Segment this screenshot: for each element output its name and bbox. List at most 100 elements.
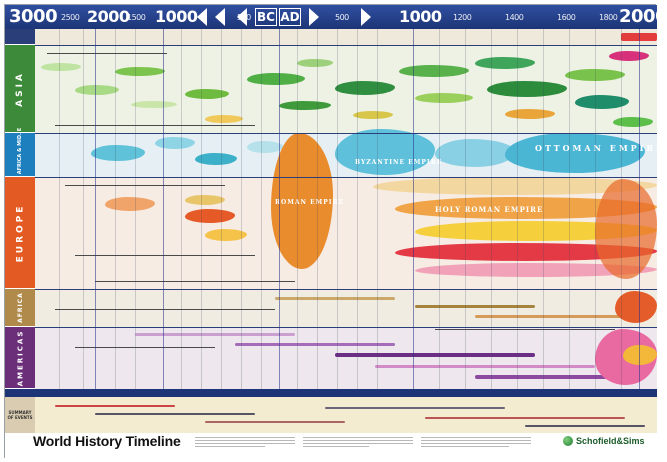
americas-bar [135, 333, 295, 336]
americas-shape [623, 345, 657, 365]
event-stroke [525, 425, 645, 427]
gridline [569, 29, 570, 389]
europe-shape [105, 197, 155, 211]
era-label-3000: 3000 [9, 6, 58, 27]
americas-bar [335, 353, 535, 357]
footer: World History Timeline Schofield&Sims [5, 433, 657, 459]
africa-bar [475, 315, 635, 318]
text-block [303, 437, 413, 457]
chevron-left-icon [215, 8, 225, 26]
chevron-right-icon [361, 8, 371, 26]
asia-shape [415, 93, 473, 103]
gridline [377, 29, 378, 389]
africa-shape [615, 291, 657, 323]
asia-shape [575, 95, 629, 109]
timeline-stroke [65, 185, 225, 186]
region-header [5, 29, 35, 45]
timeline-stroke [95, 281, 295, 282]
gridline [241, 29, 242, 389]
publisher-logo: Schofield&Sims [563, 436, 645, 446]
era-label-1500: 1500 [127, 13, 146, 22]
europe-shape [395, 243, 657, 261]
region-label-asia: ASIA [15, 70, 26, 107]
era-label-1200: 1200 [453, 13, 472, 22]
ad-box: AD [279, 8, 301, 26]
era-label-500ad: 500 [335, 13, 349, 22]
asia-shape [115, 67, 165, 76]
event-stroke [95, 413, 255, 415]
europe-shape [415, 263, 657, 277]
text-block [195, 437, 295, 457]
era-label-2500: 2500 [61, 13, 80, 22]
gridline [261, 29, 262, 389]
europe-shape [185, 209, 235, 223]
event-stroke [425, 417, 625, 419]
hre-label: HOLY ROMAN EMPIRE [435, 205, 544, 214]
gridline [115, 29, 116, 389]
gridline-major [413, 29, 414, 389]
bc-box: BC [255, 8, 277, 26]
era-label-1800: 1800 [599, 13, 618, 22]
events-label: SUMMARY OF EVENTS [5, 397, 35, 433]
asia-shape [505, 109, 555, 119]
band-americas [35, 327, 657, 389]
era-label-2000: 2000 [87, 7, 130, 26]
byzantine-label: BYZANTINE EMPIRE [355, 159, 443, 166]
chevron-right-icon [309, 8, 319, 26]
gridline [357, 29, 358, 389]
region-north-africa: N. AFRICA & MID. E [5, 127, 35, 182]
text-block [421, 437, 531, 457]
asia-shape [475, 57, 535, 69]
gridline [439, 29, 440, 389]
americas-bar [475, 375, 635, 379]
europe-shape [395, 197, 657, 219]
gridline [595, 29, 596, 389]
band-header [35, 29, 657, 45]
americas-bar [235, 343, 395, 346]
asia-shape [41, 63, 81, 71]
roman-empire-shape [271, 133, 333, 269]
egypt-shape [91, 145, 145, 161]
gridline [517, 29, 518, 389]
timeline-stroke [75, 347, 215, 348]
region-label-africa: AFRICA [16, 292, 24, 323]
event-stroke [55, 405, 175, 407]
asia-shape [75, 85, 119, 95]
gridline-major [95, 29, 96, 389]
bottom-axis [5, 389, 657, 397]
chevron-left-icon [197, 8, 207, 26]
gridline [465, 29, 466, 389]
gridline [543, 29, 544, 389]
logo-icon [563, 436, 573, 446]
asia-shape [613, 117, 653, 127]
timeline-stroke [47, 53, 167, 54]
asia-shape [335, 81, 395, 95]
region-europe: EUROPE [5, 177, 35, 289]
gridline [297, 29, 298, 389]
gridline [317, 29, 318, 389]
mideast-shape [195, 153, 237, 165]
timeline-stroke [55, 309, 275, 310]
asia-shape [565, 69, 625, 81]
event-stroke [205, 421, 345, 423]
mideast-shape [435, 139, 515, 167]
europe-shape [185, 195, 225, 205]
era-label-1000: 1000 [155, 7, 198, 26]
timeline-stroke [75, 255, 255, 256]
asia-shape [247, 73, 305, 85]
gridline [221, 29, 222, 389]
region-africa: AFRICA [5, 289, 35, 327]
gridline [83, 29, 84, 389]
europe-shape [205, 229, 247, 241]
divider [35, 177, 657, 178]
gridline [491, 29, 492, 389]
era-label-1600: 1600 [557, 13, 576, 22]
band-africa [35, 289, 657, 327]
asia-shape [297, 59, 333, 67]
americas-bar [375, 365, 595, 368]
chevron-left-icon [237, 8, 247, 26]
divider [35, 45, 657, 46]
timeline-stroke [435, 329, 615, 330]
region-label-americas: AMERICAS [16, 329, 25, 386]
mideast-shape [247, 141, 283, 153]
